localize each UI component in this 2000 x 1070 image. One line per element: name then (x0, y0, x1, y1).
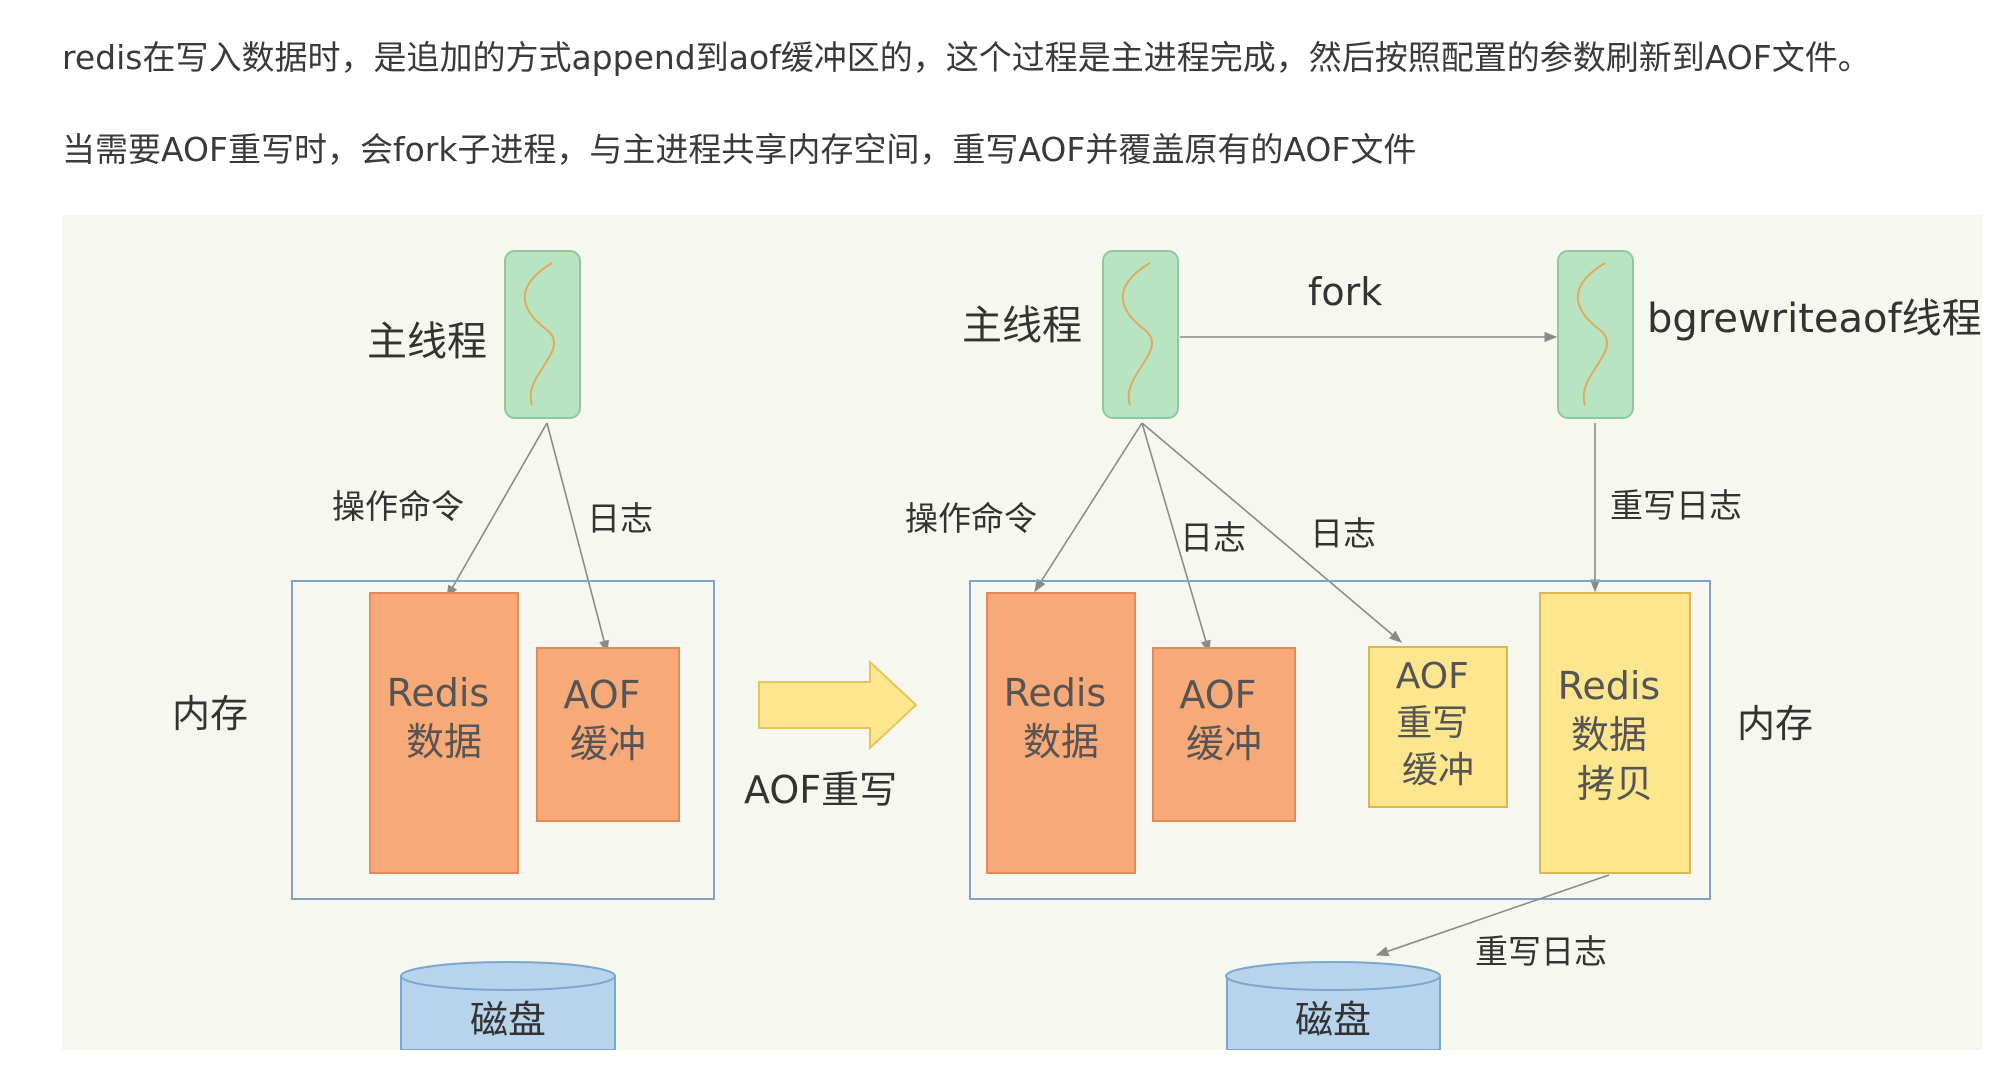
right-memory-label: 内存 (1737, 702, 1813, 746)
bg-rewrite-log-label: 重写日志 (1610, 486, 1742, 525)
aof-rewrite-buffer-box (1368, 646, 1508, 808)
fork-label: fork (1308, 270, 1382, 314)
rewrite-log-bottom-label: 重写日志 (1475, 932, 1607, 971)
right-cmd-label: 操作命令 (905, 499, 1037, 538)
left-disk-top (400, 961, 616, 991)
aof-rewrite-buffer-label: AOF 重写 缓冲 (1396, 656, 1481, 791)
left-main-thread (504, 250, 581, 419)
left-main-thread-squiggle-icon (523, 262, 556, 406)
left-aof-buffer-box (536, 647, 680, 822)
middle-transition: AOF重写 (744, 659, 918, 812)
bgrewriteaof-thread-label: bgrewriteaof线程 (1647, 296, 1982, 342)
left-redis-data-box (369, 592, 519, 874)
right-aof-buffer-label: AOF 缓冲 (1179, 673, 1268, 766)
left-redis-data-label: Redis 数据 (387, 671, 502, 764)
aof-rewrite-big-arrow (758, 659, 918, 751)
redis-data-copy-label: Redis 数据 拷贝 (1558, 664, 1673, 806)
left-memory-label: 内存 (172, 692, 248, 736)
right-main-thread (1102, 250, 1179, 419)
right-main-thread-squiggle-icon (1121, 262, 1154, 406)
intro-paragraph-2: 当需要AOF重写时，会fork子进程，与主进程共享内存空间，重写AOF并覆盖原有… (62, 130, 1417, 169)
left-main-thread-label: 主线程 (367, 319, 487, 365)
right-main-thread-label: 主线程 (962, 303, 1082, 349)
right-redis-data-box (986, 592, 1136, 874)
right-disk (1226, 976, 1441, 1050)
left-log-label: 日志 (587, 499, 653, 538)
right-log-arrow-1 (1141, 422, 1211, 654)
rewrite-log-to-disk-arrow (1375, 874, 1610, 957)
right-cmd-arrow (1034, 422, 1143, 593)
right-log-label-2: 日志 (1310, 514, 1376, 553)
aof-rewrite-diagram: 主线程 操作命令 日志 内存 Redis 数据 AOF 缓冲 磁盘 AOF重写 (62, 215, 1982, 1050)
left-cmd-arrow (446, 422, 548, 599)
aof-rewrite-label: AOF重写 (744, 768, 897, 812)
right-log-arrow-2 (1141, 422, 1402, 643)
intro-paragraph-1: redis在写入数据时，是追加的方式append到aof缓冲区的，这个过程是主进… (62, 38, 1871, 77)
right-panel: 主线程 fork bgrewriteaof线程 操作命令 日志 日志 重写日志 … (905, 250, 1982, 1050)
bgrewriteaof-thread (1557, 250, 1634, 419)
right-log-label-1: 日志 (1180, 518, 1246, 557)
left-aof-buffer-label: AOF 缓冲 (563, 673, 652, 766)
right-memory-container (969, 580, 1711, 900)
right-aof-buffer-box (1152, 647, 1296, 822)
redis-data-copy-box (1539, 592, 1691, 874)
left-panel: 主线程 操作命令 日志 内存 Redis 数据 AOF 缓冲 磁盘 (172, 250, 715, 1050)
right-disk-label: 磁盘 (1295, 998, 1371, 1042)
left-disk-label: 磁盘 (470, 998, 546, 1042)
left-cmd-label: 操作命令 (332, 487, 464, 526)
right-disk-top (1225, 961, 1441, 991)
right-redis-data-label: Redis 数据 (1004, 671, 1119, 764)
left-disk (400, 976, 616, 1050)
left-log-arrow (546, 422, 610, 654)
bgrewriteaof-thread-squiggle-icon (1576, 262, 1609, 406)
left-memory-container (291, 580, 715, 900)
